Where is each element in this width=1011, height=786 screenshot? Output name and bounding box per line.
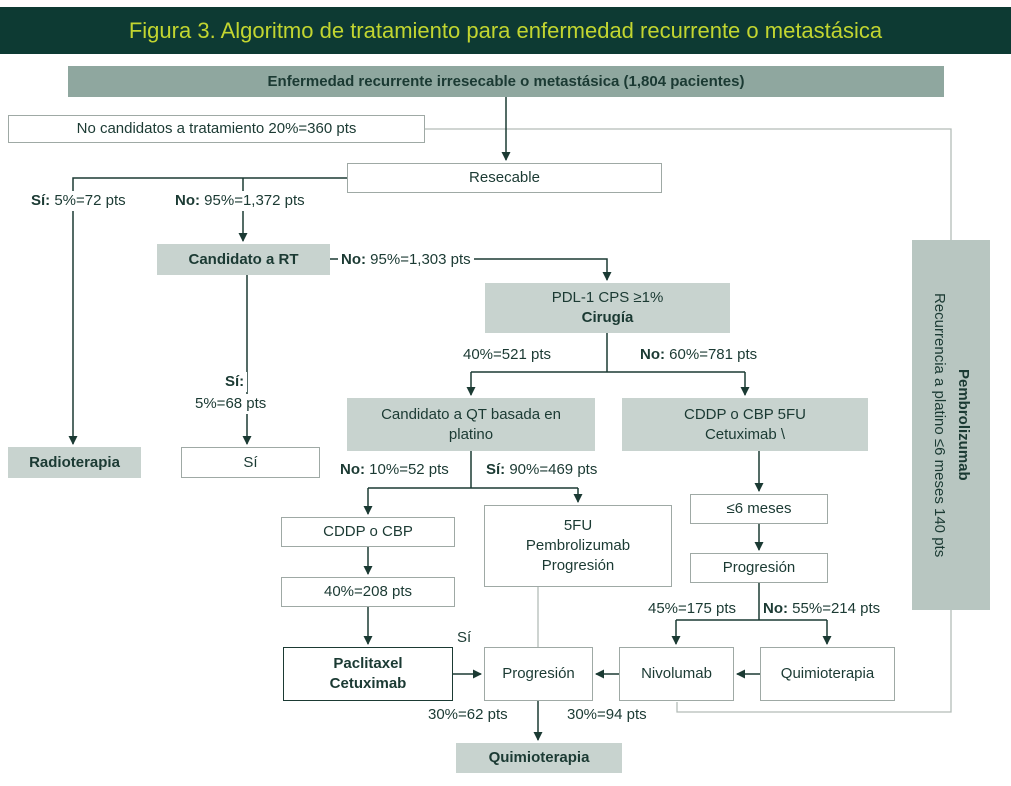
node-radioterapia: Radioterapia: [8, 447, 141, 478]
node-5fu-pembrolizumab-progresion: 5FU Pembrolizumab Progresión: [484, 505, 672, 587]
label-si-plain: Sí: [454, 628, 475, 648]
node-candidato-qt: Candidato a QT basada en platino: [347, 398, 595, 451]
node-si: Sí: [181, 447, 320, 478]
node-pdl1-cirugia: PDL-1 CPS ≥1% Cirugía: [485, 283, 730, 333]
node-root: Enfermedad recurrente irresecable o meta…: [68, 66, 944, 97]
label-no-60-781: No: 60%=781 pts: [637, 345, 761, 365]
node-40-208-pts: 40%=208 pts: [281, 577, 455, 607]
label-5-68: 5%=68 pts: [192, 394, 270, 414]
node-pembrolizumab-lateral: Recurrencia a platino ≤6 meses 140 pts P…: [912, 240, 990, 610]
node-6-meses: ≤6 meses: [690, 494, 828, 524]
figure-title-bar: Figura 3. Algoritmo de tratamiento para …: [0, 7, 1011, 54]
node-no-candidatos: No candidatos a tratamiento 20%=360 pts: [8, 115, 425, 143]
node-paclitaxel-cetuximab: Paclitaxel Cetuximab: [283, 647, 453, 701]
node-progresion-superior: Progresión: [690, 553, 828, 583]
label-30-94: 30%=94 pts: [564, 705, 650, 725]
label-no-95-1303: No: 95%=1,303 pts: [338, 250, 474, 270]
label-30-62: 30%=62 pts: [425, 705, 511, 725]
node-cddp-cbp-5fu-cetuximab: CDDP o CBP 5FU Cetuximab \: [622, 398, 868, 451]
label-no-55-214: No: 55%=214 pts: [760, 599, 884, 619]
node-resecable: Resecable: [347, 163, 662, 193]
node-quimioterapia-media: Quimioterapia: [760, 647, 895, 701]
node-progresion-inferior: Progresión: [484, 647, 593, 701]
node-quimioterapia-final: Quimioterapia: [456, 743, 622, 773]
vertical-text: Recurrencia a platino ≤6 meses 140 pts P…: [931, 292, 972, 558]
node-cddp-cbp: CDDP o CBP: [281, 517, 455, 547]
node-candidato-rt: Candidato a RT: [157, 244, 330, 275]
label-si-90-469: Sí: 90%=469 pts: [483, 460, 601, 480]
label-40-521: 40%=521 pts: [460, 345, 554, 365]
label-no-95-1372: No: 95%=1,372 pts: [172, 191, 308, 211]
label-si-colon: Sí:: [222, 372, 248, 392]
node-nivolumab: Nivolumab: [619, 647, 734, 701]
figure-title: Figura 3. Algoritmo de tratamiento para …: [128, 17, 883, 43]
label-45-175: 45%=175 pts: [645, 599, 739, 619]
label-no-10-52: No: 10%=52 pts: [337, 460, 452, 480]
label-si-5-72: Sí: 5%=72 pts: [28, 191, 129, 211]
